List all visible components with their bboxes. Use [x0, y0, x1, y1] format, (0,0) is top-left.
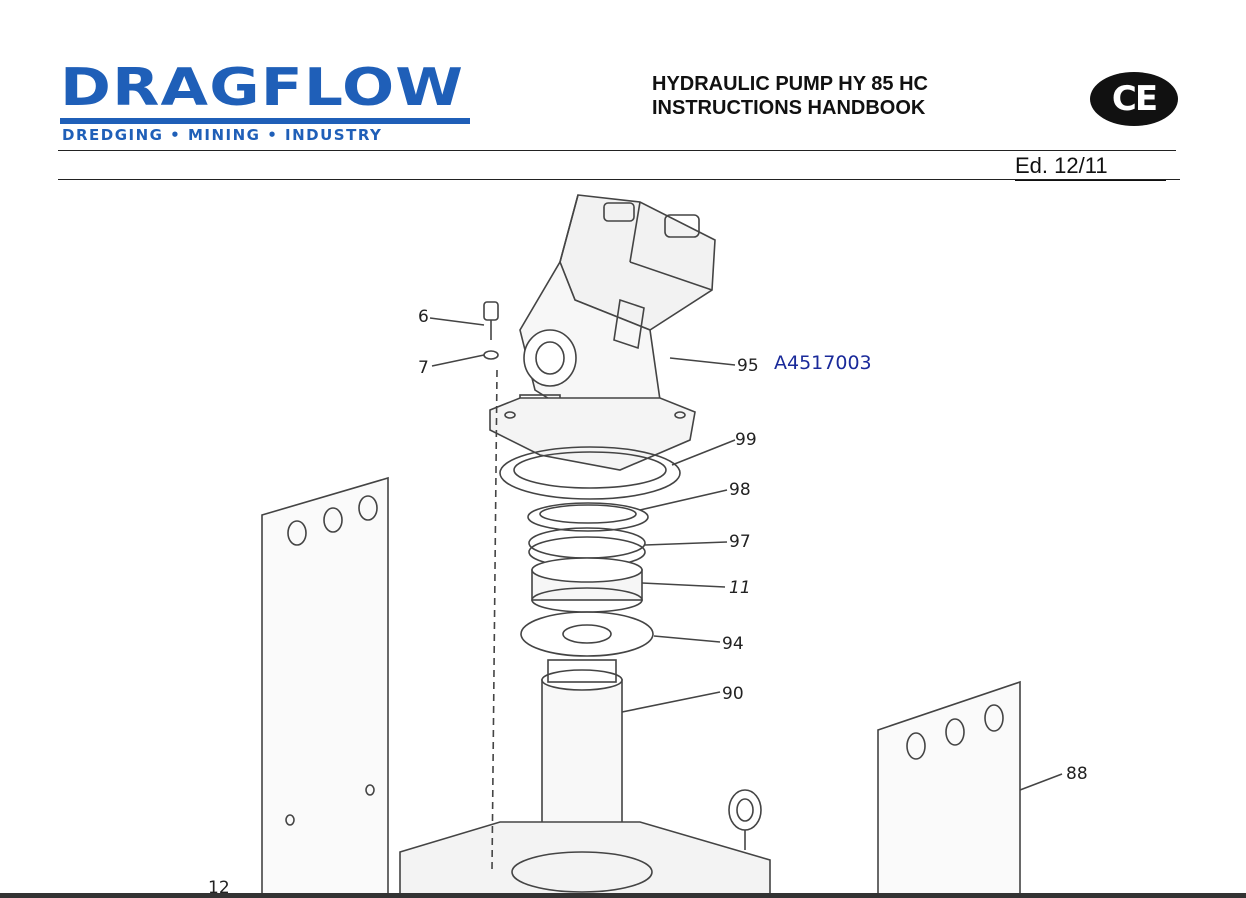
callout-6: 6: [418, 307, 429, 327]
callout-11: 11: [729, 578, 751, 598]
callout-88: 88: [1066, 764, 1088, 784]
logo-wordmark: DRAGFLOW: [60, 58, 465, 118]
header-rule-bottom: [58, 179, 1180, 180]
logo-tagline: DREDGING • MINING • INDUSTRY: [62, 126, 383, 144]
page-bottom-edge: [0, 893, 1246, 898]
callout-99: 99: [735, 430, 757, 450]
exploded-assembly-drawing: [261, 194, 1063, 898]
left-side-plate: [261, 476, 389, 898]
dragflow-logo: DRAGFLOW DREDGING • MINING • INDUSTRY: [60, 60, 472, 144]
title-line-2: INSTRUCTIONS HANDBOOK: [652, 97, 926, 119]
document-title: HYDRAULIC PUMP HY 85 HC INSTRUCTIONS HAN…: [652, 72, 928, 120]
callout-90: 90: [722, 684, 744, 704]
ce-mark-icon: CE: [1090, 72, 1178, 126]
callout-94: 94: [722, 634, 744, 654]
callout-7: 7: [418, 358, 429, 378]
callout-97: 97: [729, 532, 751, 552]
edition-label: Ed. 12/11: [1015, 153, 1166, 181]
right-side-plate-part-88: [877, 680, 1021, 898]
hydraulic-motor-part-95: [519, 194, 716, 413]
title-line-1: HYDRAULIC PUMP HY 85 HC: [652, 73, 928, 95]
callout-98: 98: [729, 480, 751, 500]
part-code-label: A4517003: [774, 352, 872, 374]
logo-underline: [60, 118, 470, 124]
header-rule-top: [58, 150, 1176, 151]
callout-95: 95: [737, 356, 759, 376]
